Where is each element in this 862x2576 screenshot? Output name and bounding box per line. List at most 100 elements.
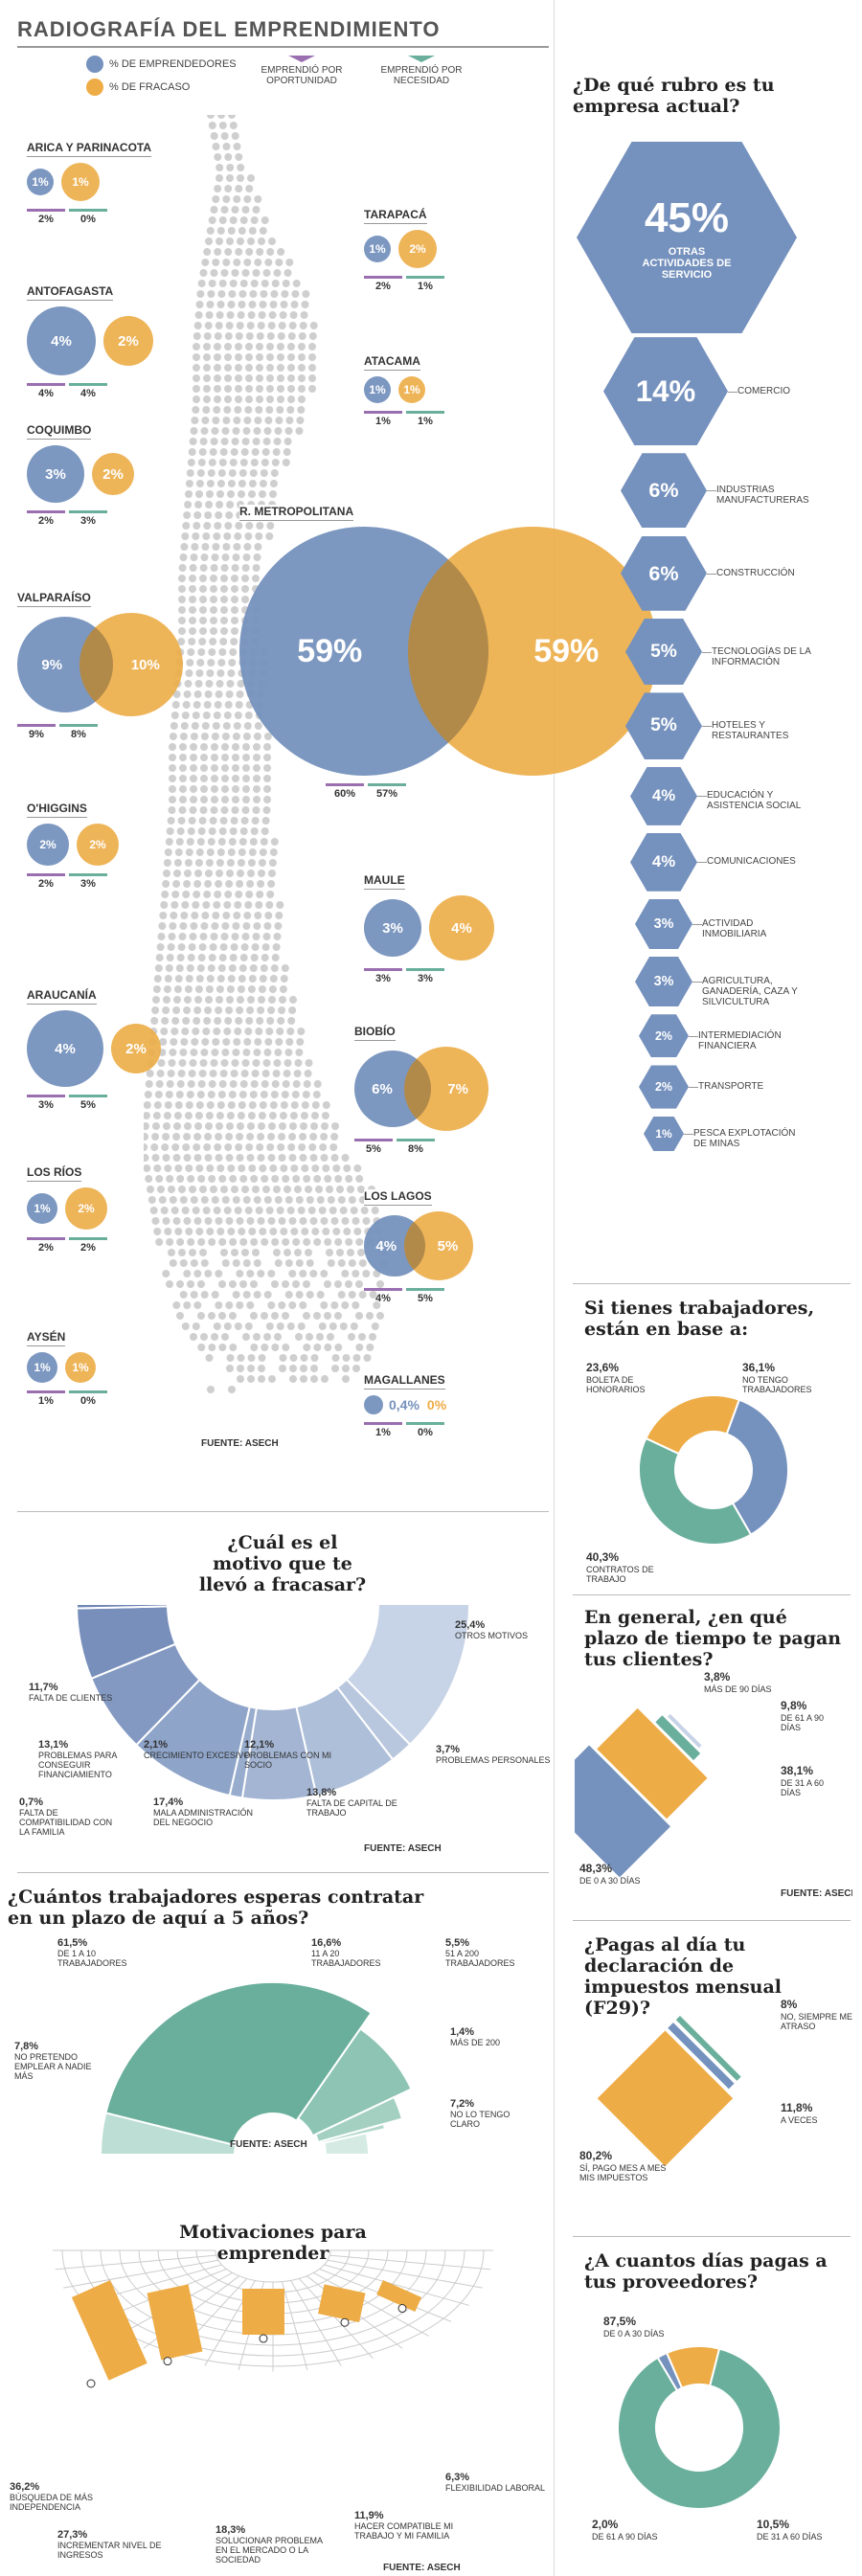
map-dot [288,1133,297,1141]
map-dot [242,1196,251,1204]
map-dot [293,1070,302,1077]
map-dot [254,195,262,203]
hire-title: ¿Cuántos trabajadores esperas contratar … [8,1887,424,1929]
map-dot [193,1133,202,1141]
map-dot [193,364,200,372]
map-dot [288,1006,297,1014]
map-dot [257,1133,265,1141]
emprendedores-value: 3% [45,465,66,483]
map-dot [237,1112,245,1119]
map-dot [177,817,186,825]
map-dot [222,1038,231,1046]
map-dot [149,1207,158,1214]
map-dot [238,469,247,477]
map-dot [202,1207,211,1214]
map-dot [299,1270,307,1277]
map-dot [259,1228,267,1235]
map-dot [222,912,231,919]
map-dot [178,806,187,814]
map-dot [285,259,294,266]
map-dot [245,1143,254,1151]
map-dot [172,1006,181,1014]
map-dot [228,469,237,477]
map-dot [146,1070,154,1077]
value-label: 11,7% [29,1682,58,1693]
map-dot [261,1238,269,1246]
map-dot [218,1344,227,1351]
map-dot [284,1059,292,1067]
map-dot [357,1249,365,1256]
map-dot [253,733,261,740]
divider [573,1920,851,1921]
map-dot [233,259,241,266]
category-label: MÁS [14,2071,34,2081]
map-dot [244,1028,253,1035]
region-percent-row: 4%5% [364,1288,508,1304]
map-dot [164,1228,172,1235]
map-dot [277,385,284,393]
map-dot [258,1375,265,1383]
map-dot [227,848,236,856]
map-dot [264,1038,273,1046]
map-dot [164,975,172,983]
map-dot [235,343,242,350]
category-label: DE 1 A 10 [57,1949,96,1958]
map-dot [259,301,267,308]
map-dot [261,1344,269,1351]
map-dot [242,754,250,761]
map-dot [238,227,246,235]
map-dot [284,438,292,445]
map-dot [203,332,212,340]
region-percent-row: 2%1% [364,276,508,292]
map-dot [203,364,211,372]
map-dot [284,1259,293,1267]
map-dot [215,1006,223,1014]
region-percent-row: 1%0% [364,1422,508,1438]
map-dot [366,1344,374,1351]
necesidad-value: 2% [69,1237,107,1254]
map-dot [245,343,253,350]
map-dot [193,1217,202,1225]
map-dot [227,301,236,308]
map-dot [239,1175,248,1183]
map-dot [238,301,246,308]
map-dot [174,848,183,856]
map-dot [240,817,249,825]
fracaso-circle: 1% [65,1352,96,1383]
map-dot [237,1375,244,1383]
map-dot [229,122,238,129]
map-dot [217,115,225,119]
map-dot [163,870,170,877]
map-dot [274,1049,283,1056]
map-dot [309,1217,318,1225]
map-dot [270,290,279,298]
map-dot [208,827,216,835]
map-dot [163,859,171,867]
map-dot [250,1175,259,1183]
map-dot [267,1270,276,1277]
map-dot [228,1091,237,1098]
map-dot [265,1322,274,1330]
map-dot [155,954,164,961]
region-percent-row: 2%3% [27,873,161,890]
map-dot [194,501,203,508]
map-dot [334,1280,342,1288]
map-dot [193,1006,202,1014]
map-dot [183,1154,192,1162]
map-dot [190,554,198,561]
fracaso-circle: 10% [79,613,183,716]
map-dot [208,1175,216,1183]
map-dot [313,1238,322,1246]
map-dot [232,775,239,782]
map-dot [232,785,239,793]
map-dot [185,848,193,856]
map-dot [300,1365,307,1372]
map-dot [309,322,318,329]
map-dot [267,1006,276,1014]
map-dot [355,1280,363,1288]
map-dot [273,933,282,940]
map-dot [155,1175,164,1183]
emprendedores-circle: 3% [27,445,84,503]
